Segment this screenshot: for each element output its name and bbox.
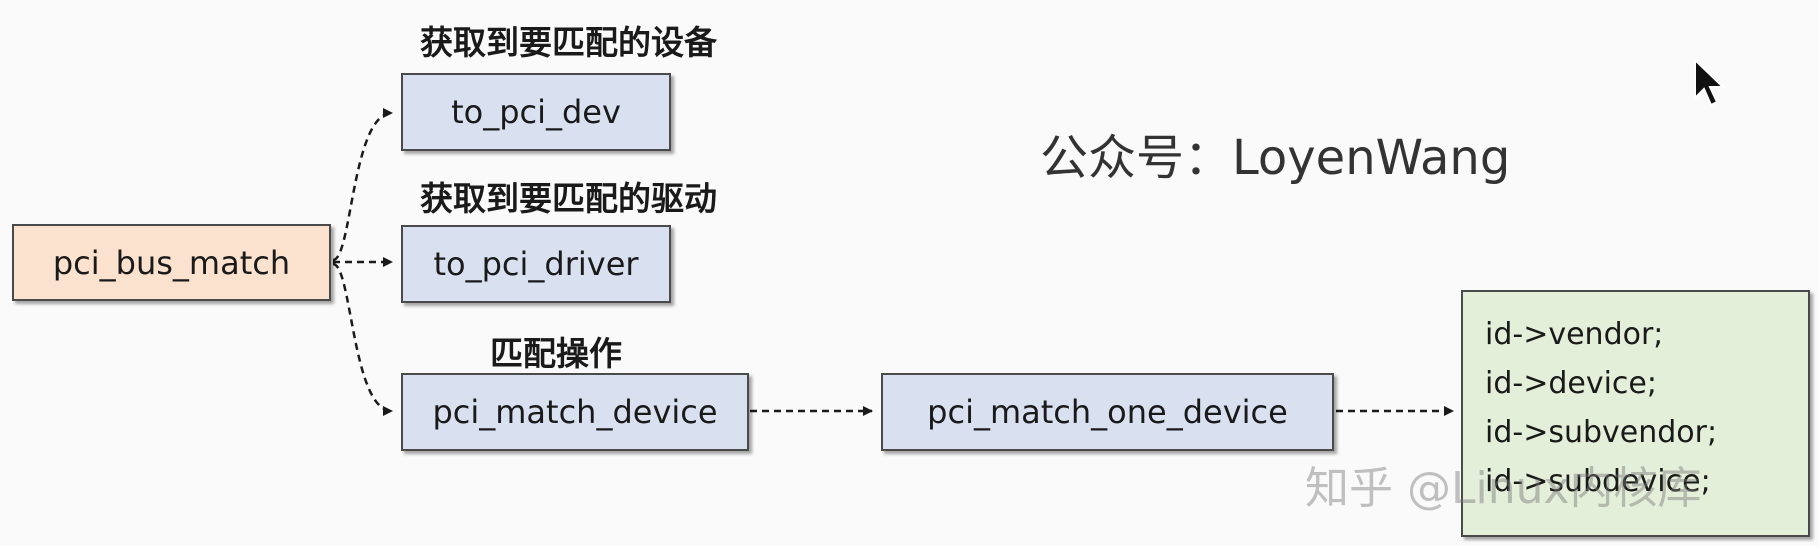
caption-get-device: 获取到要匹配的设备 bbox=[420, 23, 717, 62]
field-subdevice: id->subdevice; bbox=[1485, 464, 1711, 499]
field-subvendor: id->subvendor; bbox=[1485, 415, 1718, 450]
node-pci-match-device[interactable]: pci_match_device bbox=[401, 373, 749, 451]
caption-match-operation: 匹配操作 bbox=[490, 334, 622, 373]
edge-to-pci-match-device bbox=[332, 262, 393, 416]
caption-get-driver: 获取到要匹配的驱动 bbox=[420, 179, 717, 218]
node-pci-match-one-device[interactable]: pci_match_one_device bbox=[881, 373, 1334, 451]
node-to-pci-dev[interactable]: to_pci_dev bbox=[401, 73, 671, 151]
node-id-fields[interactable]: id->vendor; id->device; id->subvendor; i… bbox=[1461, 290, 1810, 537]
account-watermark: 公众号：LoyenWang bbox=[1040, 130, 1511, 186]
edge-to-pci-dev bbox=[332, 108, 393, 262]
node-pci-bus-match[interactable]: pci_bus_match bbox=[12, 224, 331, 301]
field-device: id->device; bbox=[1485, 366, 1657, 401]
mouse-cursor-icon bbox=[1694, 58, 1726, 107]
zhihu-watermark: 知乎 @Linux内核库 bbox=[1305, 463, 1702, 514]
field-vendor: id->vendor; bbox=[1485, 317, 1664, 352]
node-to-pci-driver[interactable]: to_pci_driver bbox=[401, 225, 671, 303]
